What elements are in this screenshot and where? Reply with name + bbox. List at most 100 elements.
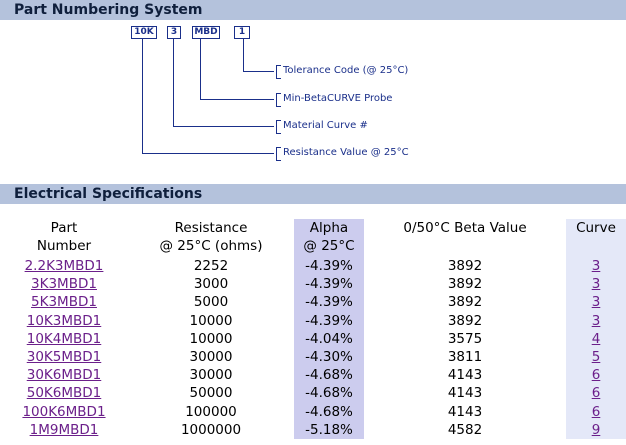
part-number-link[interactable]: 3K3MBD1	[31, 276, 97, 293]
part-number-diagram: 10K 3 MBD 1 Tolerance Code (@ 25°C) Min-…	[0, 20, 626, 180]
desc-curve: Material Curve #	[283, 120, 368, 131]
beta-cell: 3811	[447, 349, 483, 366]
part-number-cell: 3K3MBD1	[0, 275, 128, 293]
part-number-link[interactable]: 2.2K3MBD1	[24, 258, 104, 274]
bracket-curve	[276, 120, 281, 134]
connector-resistance-v	[142, 38, 143, 153]
table-row: 100K6MBD1 100000 -4.68% 4143 6	[0, 402, 626, 421]
curve-cell: 3	[566, 293, 626, 312]
connector-probe-v	[200, 38, 201, 99]
alpha-cell: -4.68%	[294, 402, 364, 421]
curve-link[interactable]: 3	[591, 294, 601, 311]
curve-link[interactable]: 3	[591, 276, 601, 293]
curve-cell: 3	[566, 275, 626, 294]
alpha-cell: -4.68%	[294, 366, 364, 385]
table-row: 10K4MBD1 10000 -4.04% 3575 4	[0, 329, 626, 349]
part-number-cell: 2.2K3MBD1	[0, 257, 128, 275]
desc-probe: Min-BetaCURVE Probe	[283, 93, 393, 104]
part-number-cell: 10K4MBD1	[0, 330, 128, 348]
part-number-cell: 30K6MBD1	[0, 366, 128, 384]
part-number-link[interactable]: 30K5MBD1	[26, 349, 102, 366]
curve-link[interactable]: 3	[591, 258, 601, 274]
table-row: 30K5MBD1 30000 -4.30% 3811 5	[0, 348, 626, 367]
curve-link[interactable]: 3	[591, 312, 601, 329]
connector-curve-v	[173, 38, 174, 126]
curve-cell: 4	[566, 329, 626, 349]
part-number-cell: 100K6MBD1	[0, 403, 128, 421]
col-resistance: Resistance@ 25°C (ohms)	[159, 220, 263, 254]
alpha-cell: -4.30%	[294, 348, 364, 367]
curve-link[interactable]: 9	[591, 421, 601, 438]
desc-resistance: Resistance Value @ 25°C	[283, 147, 409, 158]
resistance-cell: 10000	[189, 330, 233, 347]
curve-cell: 3	[566, 311, 626, 330]
code-resistance: 10K	[131, 26, 157, 39]
code-tolerance: 1	[234, 26, 250, 39]
curve-cell: 9	[566, 420, 626, 440]
curve-cell: 6	[566, 402, 626, 421]
beta-cell: 4143	[447, 403, 483, 420]
beta-cell: 3892	[447, 276, 483, 293]
resistance-cell: 50000	[189, 385, 233, 402]
curve-link[interactable]: 6	[591, 385, 601, 402]
part-number-cell: 30K5MBD1	[0, 348, 128, 366]
connector-tolerance-h	[243, 71, 274, 72]
part-number-cell: 50K6MBD1	[0, 384, 128, 402]
desc-tolerance: Tolerance Code (@ 25°C)	[283, 65, 409, 76]
beta-cell: 3892	[447, 312, 483, 329]
electrical-specs-heading: Electrical Specifications	[0, 184, 626, 204]
beta-cell: 3892	[447, 258, 483, 274]
table-row: 3K3MBD1 3000 -4.39% 3892 3	[0, 275, 626, 294]
alpha-cell: -4.04%	[294, 329, 364, 349]
beta-cell: 4582	[447, 421, 483, 438]
resistance-cell: 2252	[193, 258, 229, 274]
curve-link[interactable]: 6	[591, 367, 601, 384]
alpha-cell: -4.39%	[294, 293, 364, 312]
curve-cell: 5	[566, 348, 626, 367]
curve-link[interactable]: 6	[591, 403, 601, 420]
part-number-link[interactable]: 50K6MBD1	[26, 385, 102, 402]
alpha-cell: -4.39%	[294, 311, 364, 330]
part-numbering-heading: Part Numbering System	[0, 0, 626, 20]
part-number-cell: 1M9MBD1	[0, 421, 128, 439]
part-number-link[interactable]: 1M9MBD1	[29, 421, 99, 438]
connector-resistance-h	[142, 153, 274, 154]
table-row: 1M9MBD1 1000000 -5.18% 4582 9	[0, 420, 626, 440]
col-beta: 0/50°C Beta Value	[403, 220, 527, 236]
part-number-link[interactable]: 100K6MBD1	[22, 403, 106, 420]
curve-link[interactable]: 5	[591, 349, 601, 366]
curve-cell: 6	[566, 384, 626, 403]
alpha-cell: -4.39%	[294, 257, 364, 276]
alpha-cell: -5.18%	[294, 420, 364, 440]
bracket-probe	[276, 93, 281, 107]
part-number-link[interactable]: 10K3MBD1	[26, 312, 102, 329]
code-probe: MBD	[192, 26, 220, 39]
connector-curve-h	[173, 126, 274, 127]
resistance-cell: 30000	[189, 367, 233, 384]
part-number-link[interactable]: 10K4MBD1	[26, 330, 102, 347]
part-number-link[interactable]: 5K3MBD1	[31, 294, 97, 311]
alpha-cell: -4.39%	[294, 275, 364, 294]
bracket-resistance	[276, 147, 281, 161]
col-alpha: Alpha@ 25°C	[294, 219, 364, 257]
resistance-cell: 1000000	[180, 421, 242, 438]
curve-link[interactable]: 4	[591, 330, 601, 347]
resistance-cell: 100000	[185, 403, 237, 420]
part-number-link[interactable]: 30K6MBD1	[26, 367, 102, 384]
beta-cell: 3892	[447, 294, 483, 311]
connector-tolerance-v	[243, 38, 244, 71]
part-number-cell: 10K3MBD1	[0, 312, 128, 330]
bracket-tolerance	[276, 65, 281, 79]
resistance-cell: 10000	[189, 312, 233, 329]
connector-probe-h	[200, 99, 274, 100]
beta-cell: 3575	[447, 330, 483, 347]
resistance-cell: 3000	[193, 276, 229, 293]
resistance-cell: 30000	[189, 349, 233, 366]
table-row: 10K3MBD1 10000 -4.39% 3892 3	[0, 311, 626, 330]
part-number-cell: 5K3MBD1	[0, 293, 128, 311]
